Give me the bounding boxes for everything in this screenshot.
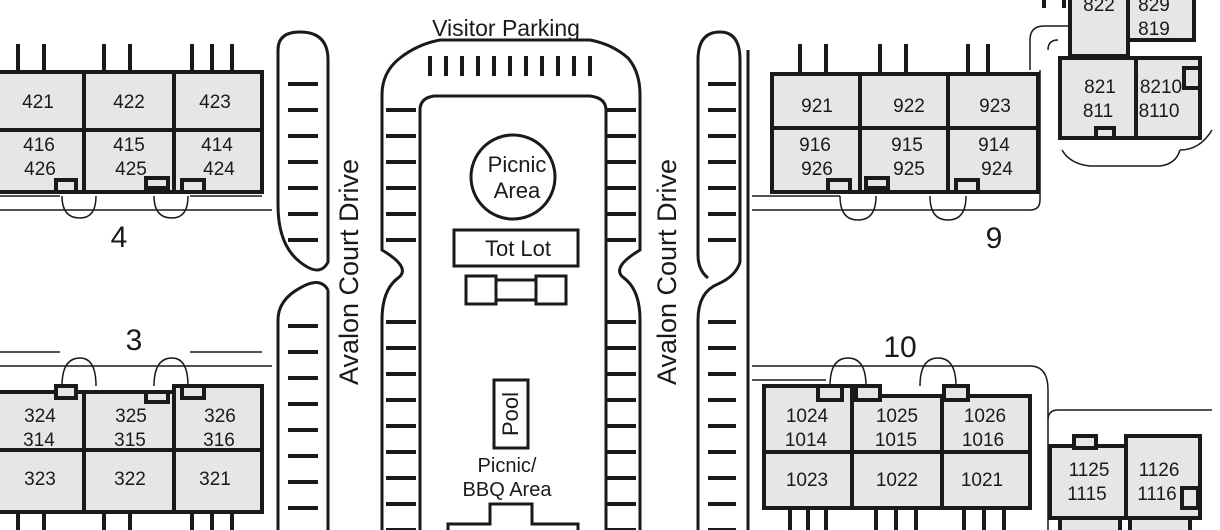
building-10 xyxy=(762,384,1032,510)
parking-stalls xyxy=(16,0,1066,530)
unit-label: 8110 xyxy=(1139,101,1180,122)
unit-label: 8210 xyxy=(1140,77,1182,98)
central-lot-outline xyxy=(380,38,642,530)
unit-label: 925 xyxy=(893,159,925,180)
building-4 xyxy=(0,70,264,194)
building-3 xyxy=(0,384,264,514)
picnic-area-circle xyxy=(469,133,557,221)
pool-box xyxy=(492,378,530,450)
unit-label: 1116 xyxy=(1137,484,1176,505)
unit-label: 1026 xyxy=(964,406,1006,427)
east-street-label: Avalon Court Drive xyxy=(652,159,682,385)
east-road-outline xyxy=(696,30,742,530)
unit-label: 1126 xyxy=(1139,460,1180,481)
tot-lot-label: Tot Lot xyxy=(485,236,551,261)
building-11 xyxy=(1048,434,1202,530)
picnic-area-label-line1: Picnic xyxy=(488,152,547,177)
walkway-b4 xyxy=(0,195,272,211)
picnic-area-label-line2: Area xyxy=(494,178,541,203)
unit-label: 915 xyxy=(891,135,923,156)
unit-label: 926 xyxy=(801,159,833,180)
unit-label: 1022 xyxy=(876,470,918,491)
unit-label: 1014 xyxy=(785,430,828,451)
building-3-label: 3 xyxy=(126,324,143,357)
building-4-label: 4 xyxy=(111,221,128,254)
unit-label: 921 xyxy=(801,96,833,117)
unit-label: 822 xyxy=(1083,0,1115,16)
walkway-b3 xyxy=(0,351,272,367)
building-10-label: 10 xyxy=(883,331,916,364)
unit-label: 924 xyxy=(981,159,1013,180)
unit-label: 423 xyxy=(199,92,231,113)
central-island xyxy=(418,94,608,530)
building-9-label: 9 xyxy=(986,222,1003,255)
unit-label: 315 xyxy=(114,430,146,451)
picnic-bbq-label-line2: BBQ Area xyxy=(463,479,553,501)
unit-label: 323 xyxy=(24,469,56,490)
unit-label: 415 xyxy=(113,135,145,156)
west-street-label: Avalon Court Drive xyxy=(334,159,364,385)
walkway-b8 xyxy=(1029,25,1068,70)
tot-lot-equipment xyxy=(464,274,568,306)
unit-label: 916 xyxy=(799,135,831,156)
tot-lot-box xyxy=(452,228,580,268)
unit-label: 819 xyxy=(1138,19,1170,40)
west-road-bump-lower xyxy=(276,281,330,321)
unit-label: 316 xyxy=(203,430,235,451)
building-8 xyxy=(1058,0,1202,140)
unit-label: 326 xyxy=(204,406,236,427)
unit-label: 1025 xyxy=(876,406,918,427)
unit-label: 422 xyxy=(113,92,145,113)
walkway-b8-lower xyxy=(1061,129,1213,167)
unit-label: 811 xyxy=(1083,101,1113,122)
unit-label: 1016 xyxy=(962,430,1004,451)
unit-label: 414 xyxy=(201,135,233,156)
bbq-structure xyxy=(446,502,580,530)
unit-label: 1015 xyxy=(875,430,917,451)
unit-label: 1021 xyxy=(961,470,1003,491)
unit-label: 829 xyxy=(1138,0,1170,16)
unit-label: 322 xyxy=(114,469,146,490)
walkway-b10 xyxy=(752,365,1049,420)
unit-label: 821 xyxy=(1084,77,1116,98)
unit-label: 421 xyxy=(22,92,54,113)
unit-label: 922 xyxy=(893,96,925,117)
building-9 xyxy=(770,72,1040,194)
walkway-b9 xyxy=(752,70,1041,211)
west-road-bump xyxy=(276,30,330,272)
unit-label: 324 xyxy=(24,406,56,427)
pool-label: Pool xyxy=(498,392,523,436)
unit-label: 424 xyxy=(203,159,235,180)
unit-label: 426 xyxy=(24,159,56,180)
unit-label: 914 xyxy=(978,135,1010,156)
unit-label: 325 xyxy=(115,406,147,427)
unit-label: 923 xyxy=(979,96,1011,117)
unit-label: 314 xyxy=(23,430,55,451)
unit-label: 321 xyxy=(199,469,231,490)
picnic-bbq-label-line1: Picnic/ xyxy=(478,455,537,477)
walkway-loops xyxy=(61,195,967,387)
visitor-parking-label: Visitor Parking xyxy=(432,15,580,41)
unit-label: 416 xyxy=(23,135,55,156)
unit-label: 1115 xyxy=(1067,484,1106,505)
unit-label: 1024 xyxy=(786,406,829,427)
unit-label: 1023 xyxy=(786,470,828,491)
unit-label: 425 xyxy=(115,159,147,180)
unit-label: 1125 xyxy=(1069,460,1110,481)
